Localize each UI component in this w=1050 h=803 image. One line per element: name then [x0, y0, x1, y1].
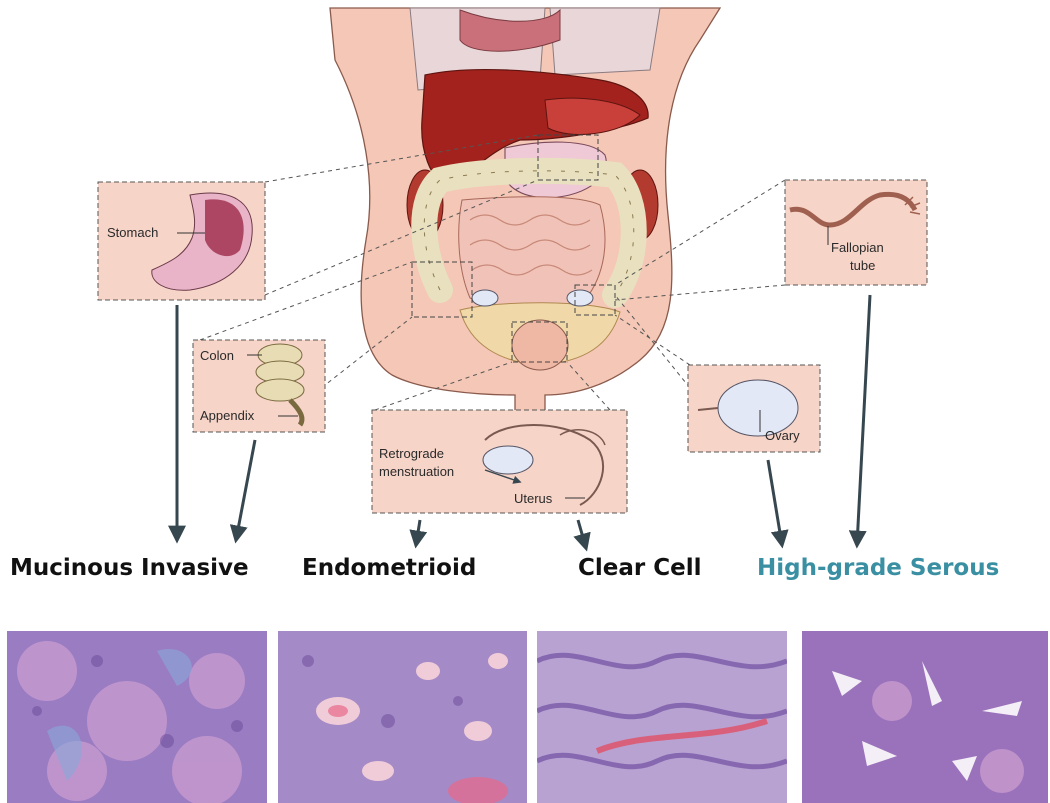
- stomach-label: Stomach: [107, 225, 158, 240]
- appendix-label: Appendix: [200, 408, 255, 423]
- retrograde-label-line2: menstruation: [379, 464, 454, 479]
- histology-clear-cell: [537, 631, 787, 803]
- histology-high-grade-serous: [802, 631, 1048, 803]
- arrow-retro-endometrioid: [416, 520, 420, 545]
- arrow-colon-mucinous: [236, 440, 255, 540]
- arrow-retro-clearcell: [578, 520, 586, 548]
- histology-mucinous-invasive: [7, 631, 267, 803]
- retrograde-inset: Retrograde menstruation Uterus: [372, 410, 627, 513]
- stomach-inset: Stomach: [98, 182, 265, 300]
- anatomy-diagram: Stomach Colon Appendix Retrograde menstr…: [0, 0, 1050, 631]
- subtype-clear-cell: Clear Cell: [578, 555, 701, 581]
- ovary-label: Ovary: [765, 428, 800, 443]
- uterus-label: Uterus: [514, 491, 553, 506]
- histology-endometrioid: [278, 631, 527, 803]
- retrograde-label-line1: Retrograde: [379, 446, 444, 461]
- arrow-tube-serous: [857, 295, 870, 545]
- fallopian-inset: Fallopian tube: [785, 180, 927, 285]
- arrow-ovary-serous: [768, 460, 782, 545]
- colon-appendix-inset: Colon Appendix: [193, 340, 325, 432]
- ovary-inset: Ovary: [688, 365, 820, 452]
- subtype-mucinous-invasive: Mucinous Invasive: [10, 555, 249, 581]
- fallopian-label-line1: Fallopian: [831, 240, 884, 255]
- fallopian-label-line2: tube: [850, 258, 875, 273]
- subtype-endometrioid: Endometrioid: [302, 555, 476, 581]
- torso-illustration: [330, 8, 720, 455]
- subtype-high-grade-serous: High-grade Serous: [757, 555, 999, 581]
- colon-label: Colon: [200, 348, 234, 363]
